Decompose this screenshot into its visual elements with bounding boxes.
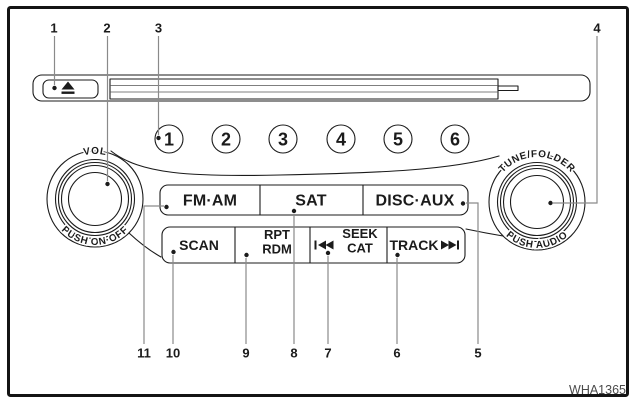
svg-text:10: 10 [166,346,180,361]
control-button-row: SCAN RPT RDM SEEK CAT TRACK [161,226,466,264]
cd-slot [109,78,519,100]
faceplate-contour [110,150,504,258]
svg-text:5: 5 [474,346,481,361]
svg-text:3: 3 [155,21,162,36]
preset-label: 4 [336,130,346,150]
callout-5-disc-aux-button: 5 [460,201,482,361]
tune-folder-knob: TUNE/FOLDER PUSH AUDIO [488,147,586,253]
mode-button-row: FM·AM SAT DISC·AUX [159,184,469,216]
seek-back-icon [314,240,334,250]
rpt-label: RPT [264,227,290,242]
callout-8-sat-button: 8 [290,208,298,361]
svg-text:1: 1 [50,21,57,36]
fm-am-button: FM·AM [183,193,237,210]
callout-2-volume-knob: 2 [103,21,111,187]
svg-text:PUSH ON·OFF: PUSH ON·OFF [59,224,131,248]
rdm-label: RDM [262,242,292,257]
figure-code: WHA1365 [569,383,626,397]
svg-text:2: 2 [103,21,110,36]
preset-label: 5 [393,130,403,150]
rpt-rdm-button: RPT RDM [262,227,292,257]
callout-1-eject: 1 [50,21,58,91]
eject-icon [61,81,75,94]
scan-button: SCAN [179,237,219,253]
svg-text:PUSH AUDIO: PUSH AUDIO [504,229,570,251]
cd-slot-panel [32,74,591,102]
callout-6-track-button: 6 [393,252,401,361]
svg-text:9: 9 [242,346,249,361]
preset-button-4 [326,124,356,154]
figure-frame [7,6,629,397]
track-label: TRACK [390,237,439,253]
svg-text:VOL: VOL [83,146,108,158]
tune-knob-bottom-label: PUSH AUDIO [502,228,571,253]
preset-label: 2 [221,130,231,150]
cat-label: CAT [347,241,373,256]
volume-knob-top-label: VOL [81,144,108,159]
svg-text:4: 4 [593,21,601,36]
svg-text:TUNE/FOLDER: TUNE/FOLDER [497,149,577,175]
preset-button-1 [154,124,184,154]
sat-button: SAT [295,193,326,210]
callout-9-rpt-rdm-button: 9 [242,252,250,361]
seek-label: SEEK [342,226,378,241]
callout-10-scan-button: 10 [166,249,180,361]
svg-text:7: 7 [324,346,331,361]
eject-button [42,79,99,99]
preset-label: 1 [164,130,174,150]
preset-button-6 [440,124,470,154]
preset-button-3 [268,124,298,154]
svg-text:8: 8 [290,346,297,361]
preset-button-5 [383,124,413,154]
preset-buttons: 1 2 3 4 5 6 [154,124,470,154]
preset-button-2 [211,124,241,154]
callout-3-preset-buttons: 3 [155,21,162,141]
preset-label: 3 [278,130,288,150]
callout-11-fm-am-button: 11 [137,204,169,361]
callout-7-seek-cat-button: 7 [324,250,332,361]
tune-knob-top-label: TUNE/FOLDER [495,147,578,176]
callouts: 1 2 3 4 11 10 9 [50,21,601,361]
track-button: TRACK [390,237,459,253]
disc-aux-button: DISC·AUX [376,193,455,210]
volume-knob-bottom-label: PUSH ON·OFF [58,223,132,250]
callout-4-tune-knob: 4 [548,21,601,206]
seek-cat-button: SEEK CAT [314,226,378,256]
svg-text:11: 11 [137,346,151,361]
svg-text:6: 6 [393,346,400,361]
seek-forward-icon [441,240,459,250]
preset-label: 6 [450,130,460,150]
